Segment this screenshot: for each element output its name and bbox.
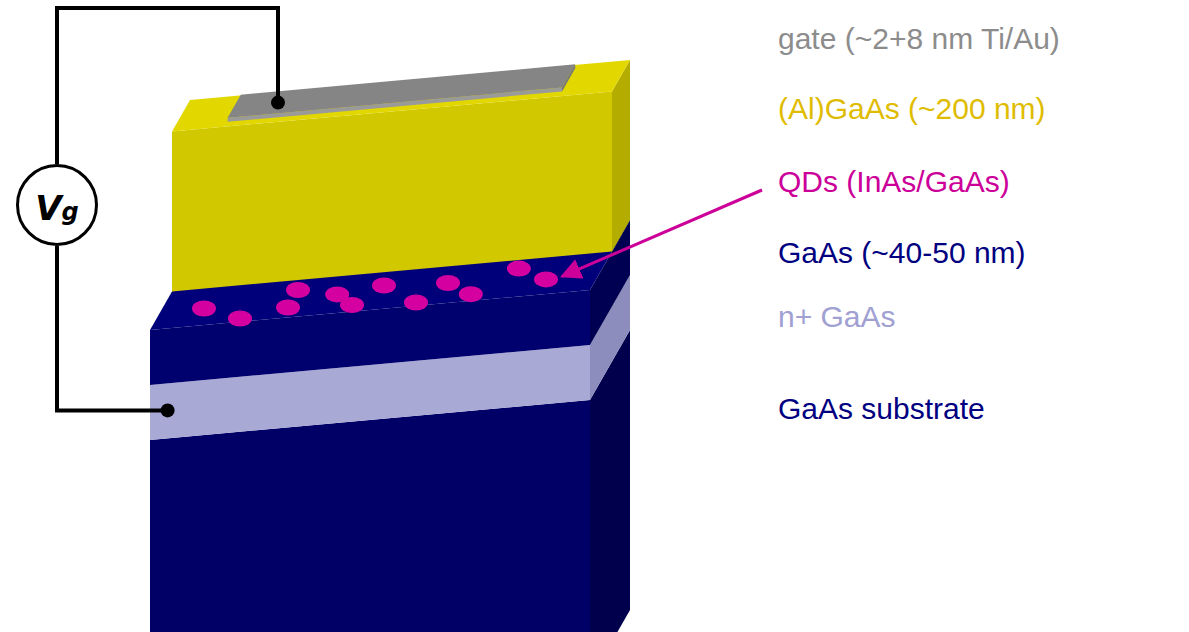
leader-arrow	[562, 190, 762, 276]
layer-stack	[57, 8, 762, 632]
quantum-dot	[507, 261, 531, 277]
gate-wire	[57, 8, 278, 164]
quantum-dot	[436, 275, 460, 291]
contact-dot	[161, 403, 175, 417]
layer-label: GaAs (~40-50 nm)	[778, 236, 1026, 271]
layer-label: (Al)GaAs (~200 nm)	[778, 92, 1046, 127]
substrate-layer-front	[150, 400, 590, 632]
layer-label: gate (~2+8 nm Ti/Au)	[778, 22, 1060, 57]
contact-dot	[271, 96, 285, 110]
quantum-dot	[286, 282, 310, 298]
voltage-source: Vg	[16, 164, 98, 246]
layer-label: QDs (InAs/GaAs)	[778, 165, 1010, 200]
quantum-dot	[372, 278, 396, 294]
quantum-dot	[534, 271, 558, 287]
layer-label: n+ GaAs	[778, 300, 896, 335]
quantum-dot	[325, 286, 349, 302]
algaas-layer-side	[612, 60, 630, 252]
quantum-dot	[192, 301, 216, 317]
algaas-layer	[172, 60, 630, 292]
quantum-dot	[276, 300, 300, 316]
quantum-dot	[459, 286, 483, 302]
source-symbol: Vg	[35, 185, 79, 225]
layer-label: GaAs substrate	[778, 392, 985, 427]
quantum-dot	[404, 295, 428, 311]
quantum-dot	[228, 311, 252, 327]
algaas-layer-top	[172, 60, 630, 132]
back-wire	[57, 246, 168, 410]
